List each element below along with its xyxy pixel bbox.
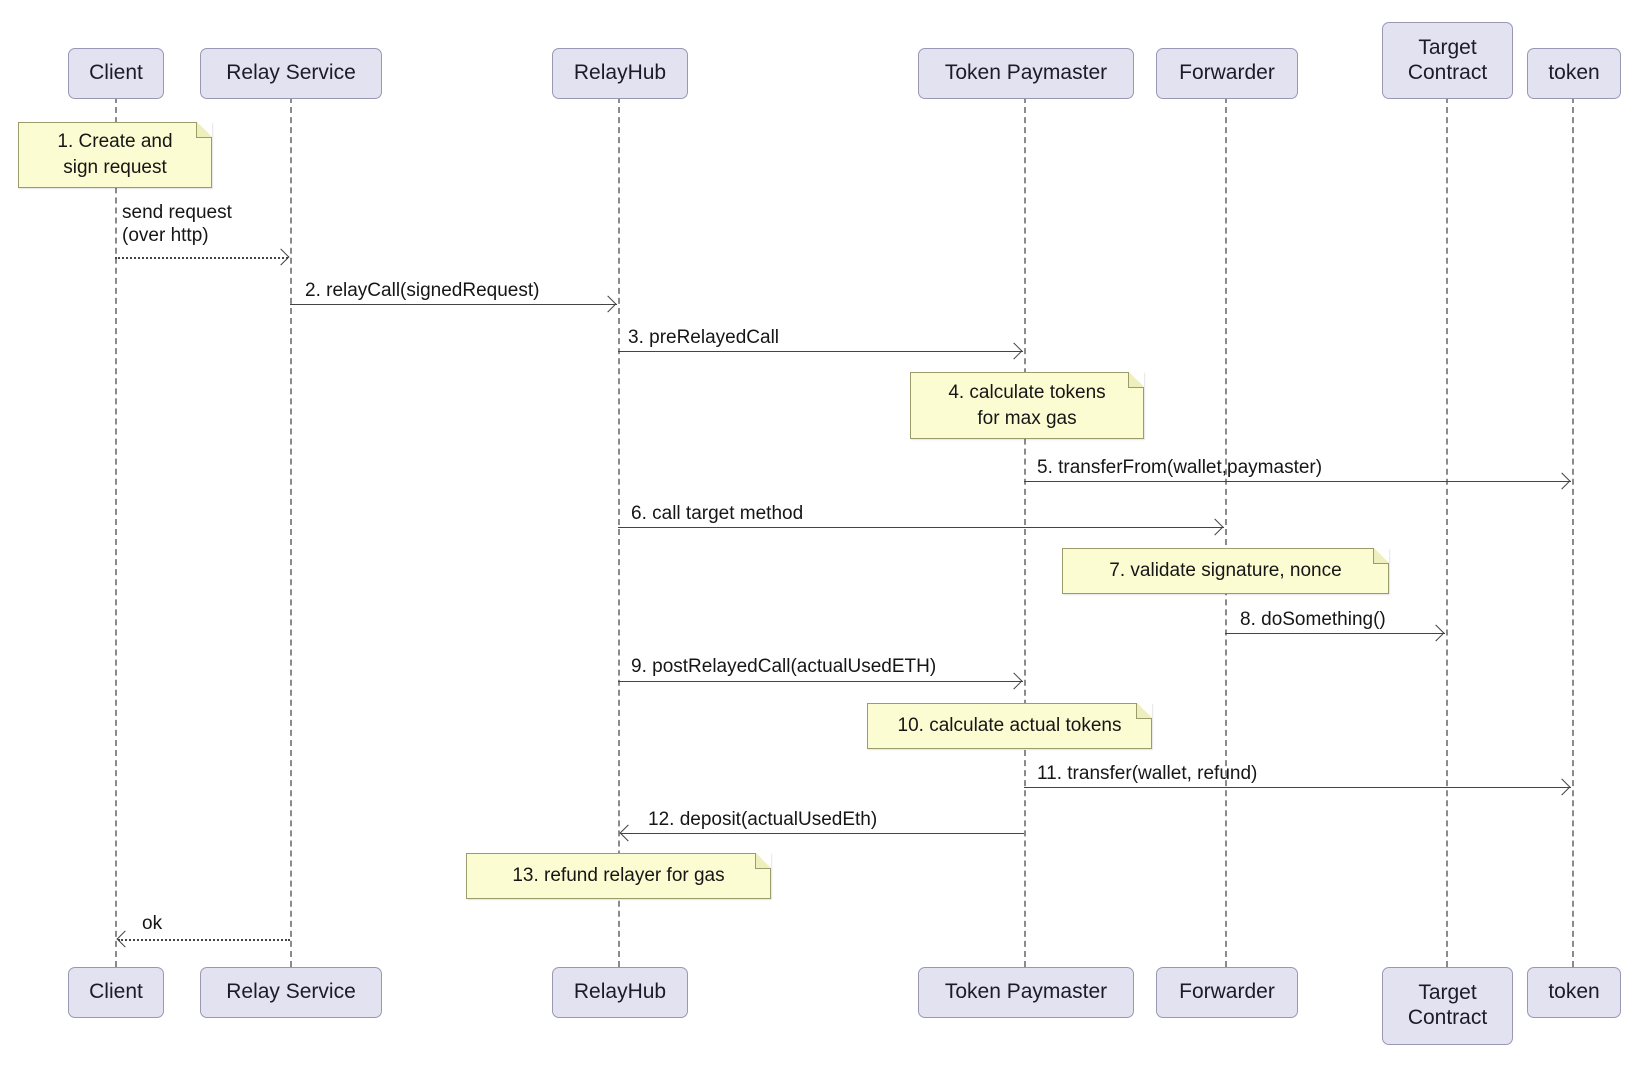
lifeline-forwarder [1225,97,1227,967]
message-ok-label: ok [142,913,163,934]
participant-label: Forwarder [1179,980,1275,1004]
message-6-call-target-method-label: 6. call target method [631,503,804,524]
message-3-prerelayedcall-label: 3. preRelayedCall [628,327,780,348]
message-ok-line [118,939,290,941]
participant-bottom-client: Client [68,967,164,1018]
lifeline-client [115,97,117,967]
note-4-calculate-tokens: 4. calculate tokens for max gas [910,371,1145,439]
note-7-validate-signature-nonce: 7. validate signature, nonce [1062,547,1390,594]
participant-top-forwarder: Forwarder [1156,48,1298,99]
participant-label: Client [89,61,143,85]
participant-top-relay-service: Relay Service [200,48,382,99]
message-11-arrowhead [1553,778,1571,796]
message-5-line [1024,481,1571,482]
participant-bottom-relayhub: RelayHub [552,967,688,1018]
note-text: 1. Create and [57,131,173,153]
note-10-calculate-actual-tokens: 10. calculate actual tokens [867,702,1153,749]
note-fold-icon [755,852,772,869]
message-2-line [290,304,617,305]
note-text: 4. calculate tokens [948,381,1106,403]
participant-label: token [1548,980,1600,1004]
message-6-line [618,527,1224,528]
message-8-dosomething-label: 8. doSomething() [1240,609,1386,630]
message-9-postrelayedcall-label: 9. postRelayedCall(actualUsedETH) [631,656,937,677]
participant-label: Relay Service [226,980,356,1004]
message-8-arrowhead [1427,624,1445,642]
note-text: 13. refund relayer for gas [512,865,725,887]
note-fold-icon [1136,702,1153,719]
participant-label: Target Contract [1407,35,1488,84]
lifeline-token-paymaster [1024,97,1026,967]
message-ok-arrowhead [116,930,134,948]
message-1-arrowhead [272,248,290,266]
participant-label: token [1548,61,1600,85]
participant-label: Target Contract [1407,981,1488,1029]
note-fold-icon [196,121,213,138]
note-fold-icon [1128,371,1145,388]
participant-top-target-contract: Target Contract [1382,22,1513,99]
lifeline-relay-service [290,97,292,967]
participant-bottom-target-contract: Target Contract [1382,967,1513,1045]
lifeline-relayhub [618,97,620,967]
message-11-transfer-label: 11. transfer(wallet, refund) [1037,763,1258,784]
message-2-relaycall-label: 2. relayCall(signedRequest) [305,280,540,301]
participant-top-relayhub: RelayHub [552,48,688,99]
message-12-line [621,833,1024,834]
participant-top-token-paymaster: Token Paymaster [918,48,1134,99]
message-8-line [1225,633,1445,634]
message-3-arrowhead [1005,342,1023,360]
participant-bottom-forwarder: Forwarder [1156,967,1298,1018]
participant-label: Token Paymaster [944,980,1108,1004]
message-5-transferfrom-label: 5. transferFrom(wallet,paymaster) [1037,457,1323,478]
participant-label: RelayHub [573,61,667,85]
participant-label: Client [89,980,143,1004]
message-6-arrowhead [1206,518,1224,536]
message-2-arrowhead [599,295,617,313]
participant-label: Relay Service [226,61,356,85]
message-11-line [1024,787,1571,788]
message-3-line [618,351,1023,352]
participant-bottom-token: token [1527,967,1621,1018]
note-1-create-and-sign-request: 1. Create and sign request [18,121,213,188]
message-1-send-request-label: send request (over http) [122,202,232,246]
note-text: sign request [63,157,167,178]
message-5-arrowhead [1553,472,1571,490]
message-9-line [618,681,1023,682]
lifeline-token [1572,97,1574,967]
note-fold-icon [1373,547,1390,564]
message-1-line [115,257,288,259]
participant-bottom-relay-service: Relay Service [200,967,382,1018]
participant-top-client: Client [68,48,164,99]
message-12-deposit-label: 12. deposit(actualUsedEth) [648,809,878,830]
note-13-refund-relayer-for-gas: 13. refund relayer for gas [466,852,772,899]
note-text: 7. validate signature, nonce [1109,560,1342,582]
message-9-arrowhead [1005,672,1023,690]
note-text: for max gas [977,407,1077,429]
note-text: 10. calculate actual tokens [897,715,1122,737]
participant-label: Forwarder [1179,61,1275,85]
participant-label: Token Paymaster [944,61,1108,85]
participant-bottom-token-paymaster: Token Paymaster [918,967,1134,1018]
participant-label: RelayHub [573,980,667,1004]
participant-top-token: token [1527,48,1621,99]
message-12-arrowhead [619,824,637,842]
lifeline-target-contract [1446,97,1448,967]
